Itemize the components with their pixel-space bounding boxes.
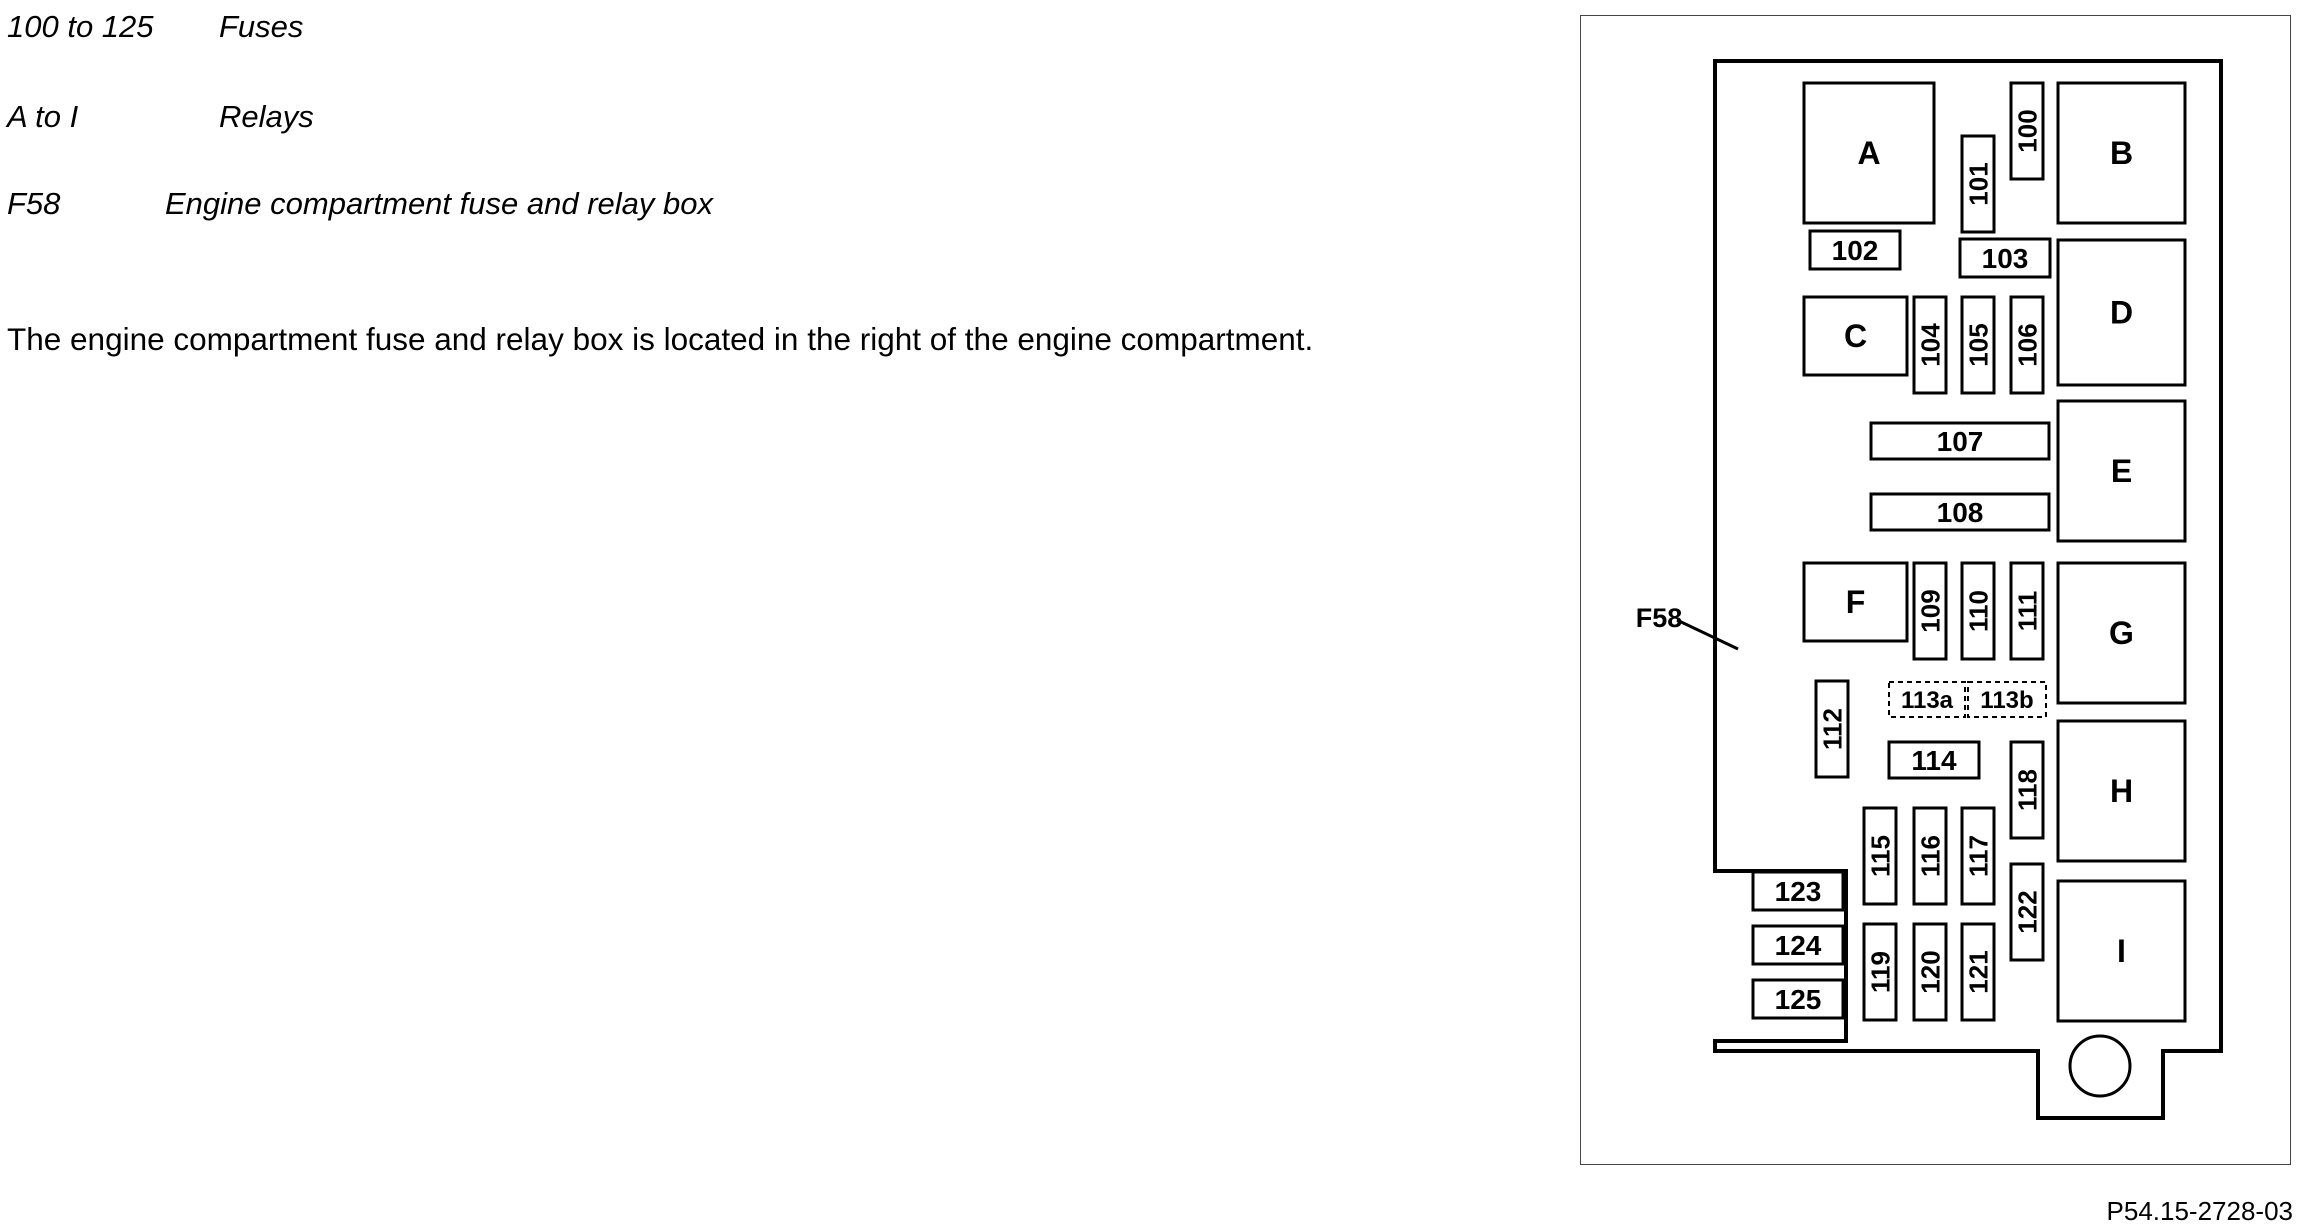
fuse-label: 113a bbox=[1901, 687, 1954, 714]
fuse-label: 106 bbox=[2012, 323, 2042, 366]
fuse-105: 105 bbox=[1960, 295, 1996, 395]
fuse-111: 111 bbox=[2009, 561, 2045, 661]
fuse-119: 119 bbox=[1862, 922, 1898, 1022]
fuse-label: 109 bbox=[1915, 589, 1945, 632]
relay-e: E bbox=[2056, 399, 2187, 543]
relay-label: F bbox=[1846, 584, 1866, 620]
fuse-label: 111 bbox=[2012, 591, 2042, 632]
fuse-label: 101 bbox=[1963, 162, 1993, 205]
fuse-label: 123 bbox=[1775, 876, 1822, 907]
fuse-label: 107 bbox=[1937, 426, 1984, 457]
relay-h: H bbox=[2056, 719, 2187, 863]
fuse-103: 103 bbox=[1958, 237, 2052, 279]
fuse-122: 122 bbox=[2009, 862, 2045, 962]
fuse-118: 118 bbox=[2009, 740, 2045, 840]
legend-key: F58 bbox=[7, 186, 61, 221]
fuse-label: 108 bbox=[1937, 497, 1984, 528]
fuse-108: 108 bbox=[1869, 492, 2051, 532]
fuse-124: 124 bbox=[1751, 924, 1845, 966]
fuse-label: 122 bbox=[2012, 890, 2042, 933]
relay-label: A bbox=[1857, 135, 1880, 171]
fuse-114: 114 bbox=[1887, 740, 1981, 780]
fuse-box-svg: F58 A B C D E F G H I 100 101 102 103 104 105 106 107 10… bbox=[1636, 59, 2223, 1120]
relay-c: C bbox=[1802, 295, 1909, 377]
fuse-box-housing bbox=[1713, 59, 2223, 1120]
fuse-label: 113b bbox=[1980, 687, 2033, 714]
fuse-112: 112 bbox=[1814, 679, 1850, 779]
fuse-label: 110 bbox=[1963, 590, 1993, 632]
fuse-label: 115 bbox=[1865, 835, 1895, 877]
legend-desc: Relays bbox=[219, 99, 314, 134]
fuse-label: 125 bbox=[1775, 984, 1822, 1015]
mounting-hole bbox=[2068, 1034, 2132, 1098]
fuse-label: 112 bbox=[1817, 708, 1847, 750]
fuse-label: 124 bbox=[1775, 930, 1822, 961]
fuse-125: 125 bbox=[1751, 978, 1845, 1020]
legend-desc: Fuses bbox=[219, 9, 304, 44]
fuse-label: 100 bbox=[2012, 109, 2042, 152]
fuse-label: 119 bbox=[1865, 951, 1895, 993]
fuse-116: 116 bbox=[1912, 806, 1948, 906]
relay-label: G bbox=[2109, 615, 2134, 651]
relay-label: E bbox=[2111, 453, 2132, 489]
relay-b: B bbox=[2056, 81, 2187, 225]
callout-label: F58 bbox=[1636, 603, 1683, 633]
relay-i: I bbox=[2056, 879, 2187, 1023]
fuse-107: 107 bbox=[1869, 421, 2051, 461]
relay-d: D bbox=[2056, 238, 2187, 387]
fuse-113a: 113a bbox=[1888, 681, 1966, 718]
fuse-label: 120 bbox=[1915, 950, 1945, 993]
fuse-label: 116 bbox=[1915, 835, 1945, 877]
fuse-label: 103 bbox=[1982, 243, 2029, 274]
fuse-121: 121 bbox=[1960, 922, 1996, 1022]
figure-reference-code: P54.15-2728-03 bbox=[2106, 1196, 2293, 1226]
fuse-110: 110 bbox=[1960, 561, 1996, 661]
relay-g: G bbox=[2056, 561, 2187, 705]
fuse-120: 120 bbox=[1912, 922, 1948, 1022]
relay-label: H bbox=[2110, 773, 2133, 809]
relay-f: F bbox=[1802, 561, 1909, 643]
fuse-123: 123 bbox=[1751, 870, 1845, 912]
legend-key: 100 to 125 bbox=[7, 9, 154, 44]
fuse-117: 117 bbox=[1960, 806, 1996, 906]
fuse-101: 101 bbox=[1960, 134, 1996, 234]
fuse-113b: 113b bbox=[1967, 681, 2047, 718]
fuse-label: 121 bbox=[1963, 950, 1993, 993]
fuse-label: 114 bbox=[1911, 745, 1957, 776]
legend-desc: Engine compartment fuse and relay box bbox=[165, 186, 713, 221]
fuse-label: 105 bbox=[1963, 323, 1993, 366]
relay-label: C bbox=[1844, 318, 1867, 354]
fuse-label: 102 bbox=[1832, 235, 1879, 266]
location-description: The engine compartment fuse and relay bo… bbox=[7, 321, 1314, 357]
relay-a: A bbox=[1802, 81, 1936, 225]
fuse-label: 104 bbox=[1915, 323, 1945, 367]
fuse-115: 115 bbox=[1862, 806, 1898, 906]
fuse-104: 104 bbox=[1912, 295, 1948, 395]
fuse-109: 109 bbox=[1912, 561, 1948, 661]
relay-label: B bbox=[2110, 135, 2133, 171]
fuse-box-diagram: F58 A B C D E F G H I 100 101 102 103 104 105 106 107 10… bbox=[1580, 15, 2291, 1165]
relay-label: I bbox=[2117, 933, 2126, 969]
callout-leader bbox=[1676, 618, 1739, 651]
fuse-100: 100 bbox=[2009, 81, 2045, 181]
fuse-label: 117 bbox=[1963, 835, 1993, 877]
relay-label: D bbox=[2110, 295, 2133, 331]
fuse-label: 118 bbox=[2012, 769, 2042, 811]
legend-key: A to I bbox=[7, 99, 79, 134]
fuse-102: 102 bbox=[1808, 229, 1902, 271]
fuse-106: 106 bbox=[2009, 295, 2045, 395]
